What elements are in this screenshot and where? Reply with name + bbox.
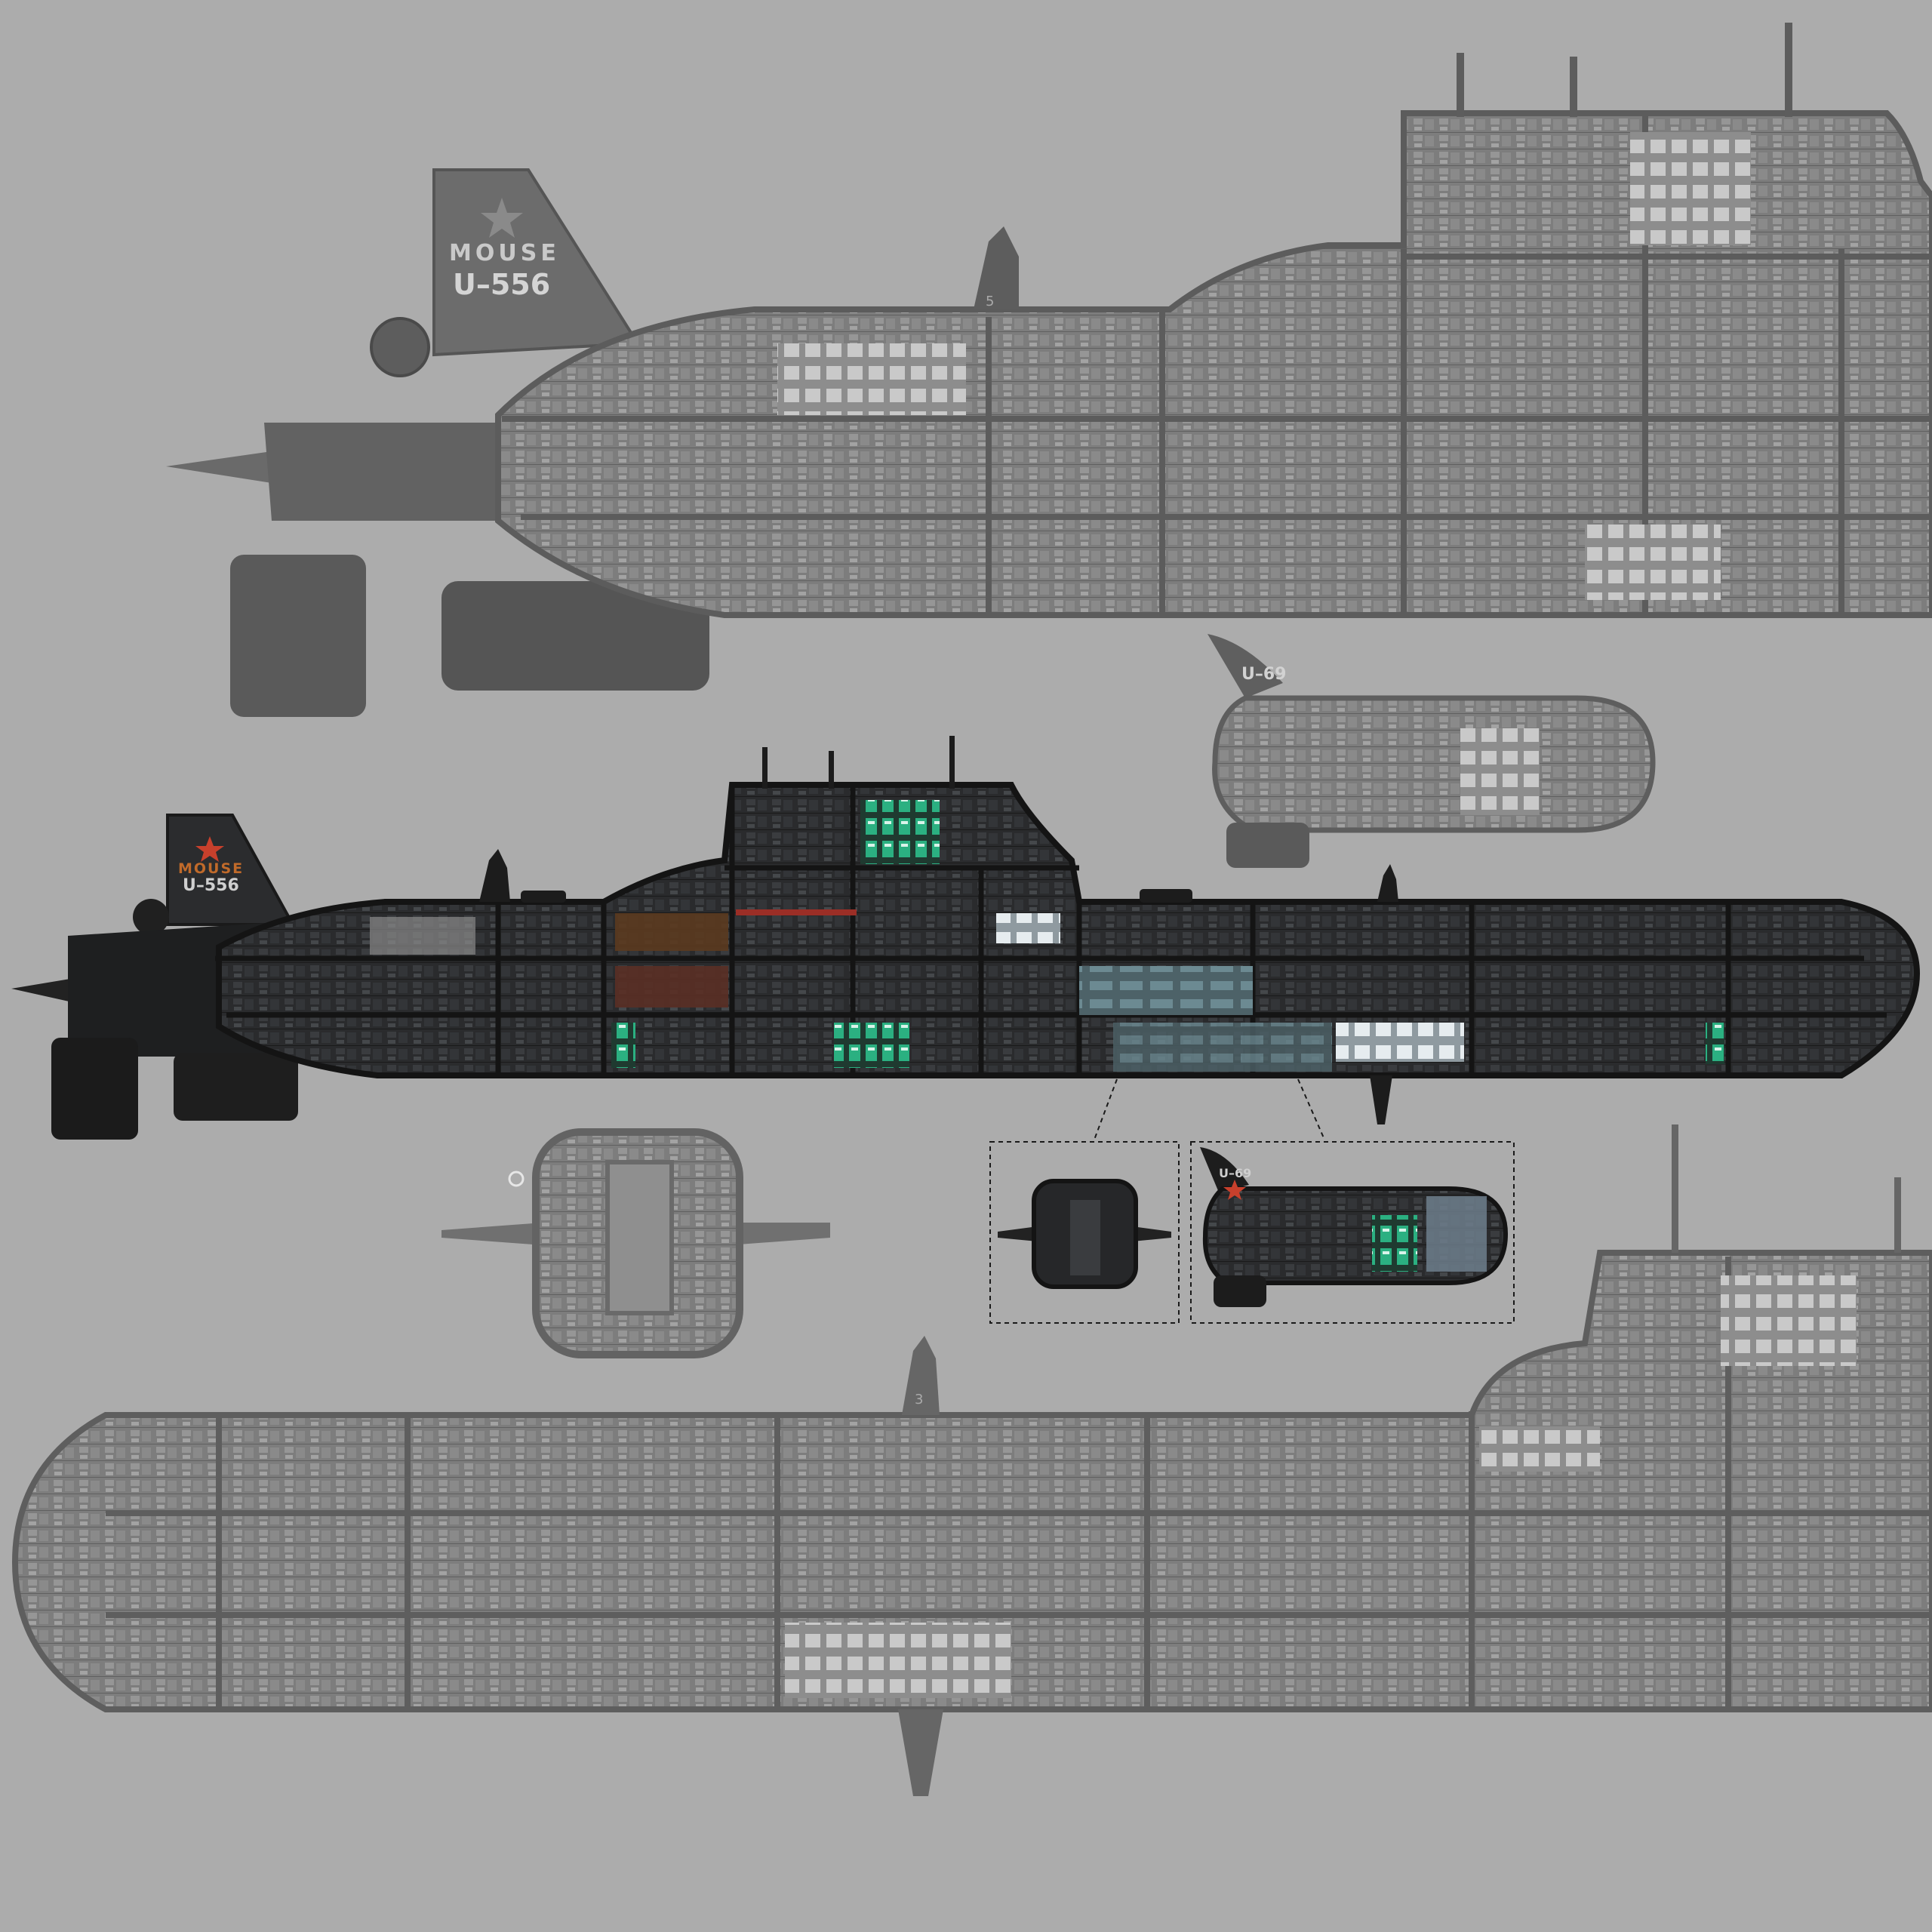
keel-fin: [898, 1709, 943, 1796]
fin-pod: [133, 899, 169, 935]
shuttle-hull-number: U–69: [1241, 665, 1286, 684]
lower-pod: [174, 1053, 298, 1121]
front-hatch: [605, 1160, 674, 1315]
sail-tower: [479, 849, 510, 902]
propulsion-pod: [51, 1038, 138, 1140]
room-bright: [1585, 525, 1721, 600]
room-bright: [785, 1623, 1011, 1698]
front-wing: [441, 1223, 543, 1245]
room-bright: [1630, 132, 1751, 245]
room-bright: [370, 917, 475, 955]
class-label: MOUSE: [178, 860, 244, 877]
room-green: [860, 800, 940, 864]
deck-marker: 3: [915, 1392, 923, 1407]
hull-outline: [11, 1250, 1932, 1712]
ghost-submarine-bottom: 3: [11, 1124, 1932, 1796]
room-green: [1372, 1215, 1417, 1272]
front-wing: [1132, 1226, 1171, 1241]
sail-tower: [1377, 864, 1398, 902]
room-bright: [777, 343, 966, 415]
room-bright: [996, 913, 1060, 943]
room-bright: [1721, 1275, 1857, 1366]
inset-front-view: [989, 1141, 1180, 1324]
periscope-icon: [829, 751, 834, 789]
periscope-icon: [949, 736, 955, 789]
deck-marker: 5: [986, 294, 994, 309]
shuttle-pod: [1214, 1275, 1266, 1307]
hull-outline: [495, 110, 1932, 618]
shuttle-pod: [1226, 823, 1309, 868]
shuttle-hull: [1212, 695, 1656, 833]
front-wing: [998, 1226, 1038, 1241]
star-emblem-icon: [1223, 1180, 1246, 1200]
shuttle-hull-number: U–69: [1219, 1166, 1251, 1180]
propulsion-pod: [230, 555, 366, 717]
front-hatch: [1070, 1200, 1100, 1275]
room-red-accent: [736, 909, 857, 915]
keel-fin: [1370, 1075, 1392, 1124]
ghost-shuttle: U–69: [1208, 634, 1656, 868]
periscope-icon: [1672, 1124, 1678, 1253]
sail-tower: [974, 226, 1019, 309]
periscope-icon: [762, 747, 768, 789]
main-submarine: MOUSE U–556: [11, 736, 1921, 1140]
hull-number: U–556: [453, 268, 550, 301]
periscope-icon: [1785, 23, 1792, 117]
lower-pod: [441, 581, 709, 691]
periscope-icon: [1457, 53, 1464, 117]
room-teal: [1079, 966, 1253, 1015]
room-teal: [1426, 1196, 1487, 1272]
periscope-icon: [1894, 1177, 1901, 1253]
inset-shuttle: U–69: [1190, 1141, 1515, 1324]
room-teal: [1113, 1023, 1332, 1072]
room-green: [1706, 1023, 1724, 1064]
room-bright: [1336, 1023, 1464, 1062]
fin-pod: [370, 317, 430, 377]
ghost-front-view: [441, 1128, 830, 1358]
shuttle-fin: [1200, 1147, 1249, 1192]
shuttle-fin: [1208, 634, 1283, 698]
inset-frame: [1190, 1141, 1515, 1324]
class-label: MOUSE: [449, 240, 560, 266]
hatch: [1140, 889, 1192, 903]
hull-number: U–556: [183, 876, 239, 895]
room-green: [834, 1023, 909, 1068]
shuttle-cargo: [1460, 728, 1540, 815]
room-orange: [615, 913, 728, 951]
marker-ring-icon: [508, 1171, 525, 1187]
ghost-submarine-top: MOUSE U–556 5: [166, 23, 1932, 717]
room-bright: [1479, 1426, 1600, 1472]
inset-frame: [989, 1141, 1180, 1324]
room-green: [611, 1023, 635, 1068]
star-emblem-icon: [481, 198, 523, 238]
hatch: [521, 891, 566, 903]
star-emblem-icon: [195, 836, 224, 862]
room-orange: [615, 966, 728, 1008]
callout-lines: [1094, 1078, 1325, 1140]
periscope-icon: [1570, 57, 1577, 117]
sail-tower: [902, 1336, 940, 1415]
front-wing: [728, 1223, 830, 1245]
stern-body: [264, 423, 528, 521]
